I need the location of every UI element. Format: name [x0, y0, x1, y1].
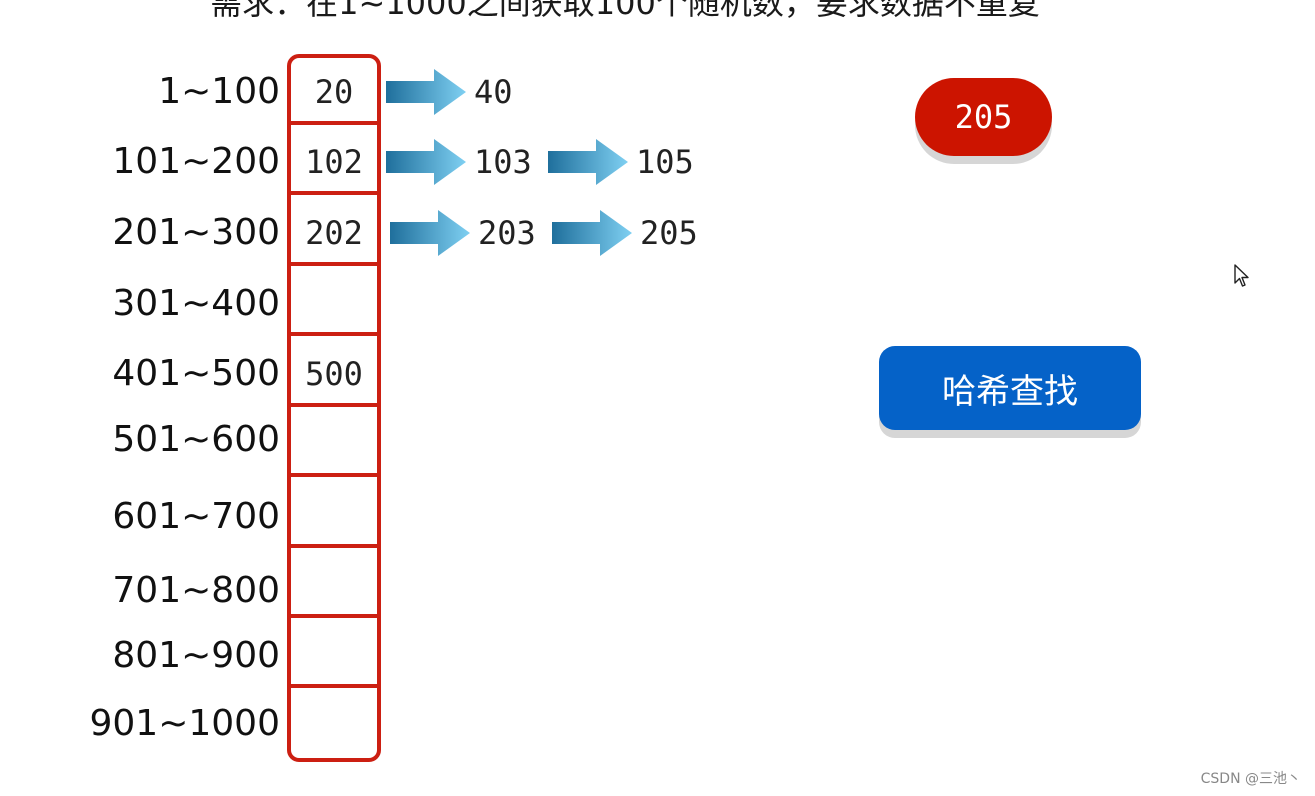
target-value: 205: [954, 98, 1013, 136]
bucket-value: 202: [305, 214, 363, 252]
bucket-value: 500: [305, 355, 363, 393]
range-label: 101~200: [112, 141, 280, 182]
range-label: 501~600: [112, 419, 280, 460]
range-label: 201~300: [112, 212, 280, 253]
bucket-divider: [291, 191, 377, 195]
range-label: 301~400: [112, 283, 280, 324]
bucket-divider: [291, 332, 377, 336]
range-label: 901~1000: [89, 703, 281, 744]
bucket-value: 20: [314, 73, 354, 111]
range-label: 601~700: [112, 496, 280, 537]
chain-value: 105: [636, 143, 694, 181]
bucket-divider: [291, 684, 377, 688]
bucket-value: 102: [305, 143, 363, 181]
chain-arrow-icon: [386, 69, 466, 115]
range-label: 701~800: [112, 570, 280, 611]
range-label: 1~100: [158, 71, 280, 112]
hash-search-button[interactable]: 哈希查找: [879, 346, 1141, 430]
chain-arrow-icon: [548, 139, 628, 185]
hash-search-button-label: 哈希查找: [942, 371, 1078, 412]
watermark: CSDN @三池丶: [1200, 771, 1301, 787]
chain-value: 103: [474, 143, 532, 181]
bucket-divider: [291, 614, 377, 618]
bucket-divider: [291, 473, 377, 477]
bucket-divider: [291, 262, 377, 266]
hash-bucket-array: 20 102 202 500: [287, 54, 381, 762]
bucket-divider: [291, 121, 377, 125]
page-title: 需求：在1~1000之间获取100个随机数，要求数据不重复: [210, 0, 1040, 22]
chain-value: 203: [478, 214, 536, 252]
mouse-pointer-icon: [1234, 264, 1249, 287]
chain-arrow-icon: [386, 139, 466, 185]
bucket-divider: [291, 403, 377, 407]
chain-arrow-icon: [390, 210, 470, 256]
range-label: 801~900: [112, 635, 280, 676]
chain-value: 40: [474, 73, 513, 111]
chain-arrow-icon: [552, 210, 632, 256]
range-label: 401~500: [112, 353, 280, 394]
bucket-divider: [291, 544, 377, 548]
chain-value: 205: [640, 214, 698, 252]
target-value-badge: 205: [915, 78, 1052, 156]
